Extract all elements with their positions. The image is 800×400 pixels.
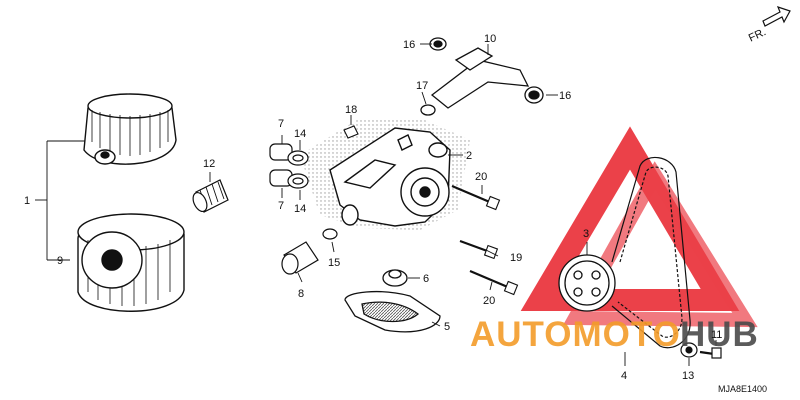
callout-p11: 11 — [711, 329, 722, 341]
callout-p7a: 7 — [278, 118, 284, 130]
callout-p9: 9 — [57, 255, 63, 267]
watermark-text: AUTOMOTO HUB — [470, 315, 759, 354]
callout-p2: 2 — [466, 150, 472, 162]
callout-p5: 5 — [444, 321, 450, 333]
callout-p16b: 16 — [559, 90, 571, 102]
callout-p13: 13 — [682, 370, 694, 382]
direction-label: FR. — [747, 26, 768, 44]
part-labels: 1 2 3 4 5 6 7 7 8 9 10 11 12 13 14 14 15… — [24, 26, 768, 394]
watermark-logo-icon — [520, 126, 758, 328]
bolts-drawing — [451, 184, 519, 296]
leader-lines — [35, 43, 717, 366]
callout-p7b: 7 — [278, 200, 284, 212]
callout-p20b: 20 — [483, 295, 495, 307]
driven-sprocket-drawing — [558, 254, 616, 312]
callout-p17: 17 — [416, 80, 428, 92]
oil-strainer-drawing — [344, 269, 441, 333]
oil-filter-assembly-drawing — [77, 93, 185, 312]
dowel-pin-18-drawing — [343, 125, 359, 139]
callout-p10: 10 — [484, 33, 496, 45]
callout-p8: 8 — [298, 288, 304, 300]
front-direction-arrow-icon — [762, 6, 791, 27]
callout-p3: 3 — [583, 228, 589, 240]
callout-p6: 6 — [423, 273, 429, 285]
drive-chain-drawing — [611, 156, 691, 349]
callout-p15: 15 — [328, 257, 340, 269]
watermark-brand-primary: AUTOMOTO — [470, 315, 681, 354]
dowels-and-orings-drawing — [269, 143, 309, 189]
callout-p19: 19 — [510, 252, 522, 264]
oil-filter-boss-drawing — [192, 179, 229, 213]
callout-p14b: 14 — [294, 203, 306, 215]
oil-pipe-8-drawing — [281, 228, 338, 275]
callout-p12: 12 — [203, 158, 215, 170]
oil-pump-drawing — [300, 118, 470, 230]
washer-and-bolt-drawing — [680, 342, 722, 359]
oil-pipe-joint-drawing — [420, 37, 544, 116]
callout-p20a: 20 — [475, 171, 487, 183]
callout-p16a: 16 — [403, 39, 415, 51]
callout-p4: 4 — [621, 370, 627, 382]
callout-p14a: 14 — [294, 128, 306, 140]
callout-p1: 1 — [24, 195, 30, 207]
figure-code: MJA8E1400 — [718, 384, 767, 394]
callout-p18: 18 — [345, 104, 357, 116]
watermark-brand-secondary: HUB — [680, 315, 759, 354]
